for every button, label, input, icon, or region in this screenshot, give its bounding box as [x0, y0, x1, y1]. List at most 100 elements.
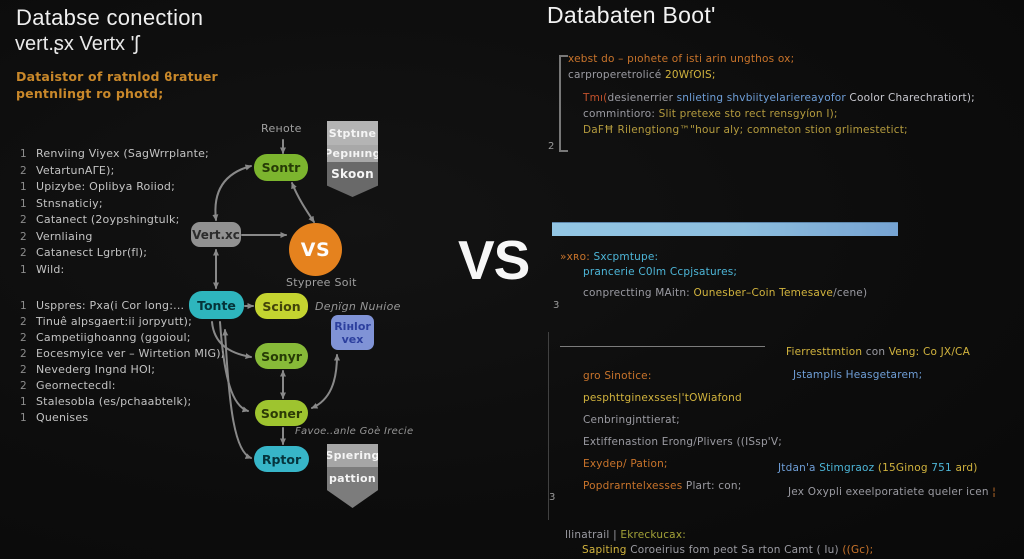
spring-badge-bottom: Spıering pattion — [327, 444, 378, 508]
code-segment: gro Sinotice: — [583, 370, 652, 382]
code-segment: Jex Oxypli exeelporatiete queler icen — [788, 486, 993, 498]
line-number: 1 — [20, 300, 27, 312]
left-code-list-2: 1 Usppres: Pxa(i Cor long:... 2 Tinuê al… — [20, 298, 225, 426]
code-line: commintioro: Slit pretexe sto rect rensg… — [568, 106, 975, 122]
list-item: 1 Quenises — [20, 410, 225, 426]
line-text: Campetiighoanng (ggoioul; — [36, 331, 191, 344]
code-segment: »xʀo: — [560, 251, 594, 263]
code-segment: Jstamplis Heasgetarem; — [793, 369, 923, 381]
line-text: Quenises — [36, 411, 89, 424]
code-segment: Slit pretexe sto rect rensgyíon I); — [658, 108, 838, 120]
list-item: 2 VetartunAΓE); — [20, 163, 209, 180]
line-text: Usppres: Pxa(i Cor long:... — [36, 299, 185, 312]
list-item: 2 Eocesmyice ver – Wirtetion MIG); — [20, 346, 225, 362]
code-segment: Plart: con; — [685, 480, 742, 492]
code-block-2: »xʀo: Sxcpmtupe:prancerie C0lm Ccpjsatur… — [560, 250, 867, 301]
code-segment: Extiffenastion Erong/Plivers ((ISsp'V; — [583, 436, 783, 448]
code-line: Jex Oxypli exeelporatiete queler icen ¦ — [778, 480, 996, 504]
code-segment: Jtdan'a — [778, 462, 820, 474]
code-line: Jstamplis Heasgetarem; — [786, 364, 970, 387]
favoe-label: Favoe..anle Goè Irecie — [295, 426, 414, 437]
code-segment: Coroeirius fom peot Sa rton Camt ( Iu) — [630, 543, 843, 556]
code-line: DaFĦ Rilengtiong™"hour aly; comneton sti… — [568, 122, 975, 138]
line-number: 2 — [20, 380, 27, 392]
code-line: »xʀo: Sxcpmtupe: — [560, 250, 867, 265]
gutter-number-3b: 3 — [549, 492, 556, 503]
line-text: Catanect (2oypshingtulk; — [36, 213, 180, 226]
arrow-sontr-vs — [291, 182, 315, 223]
badge-row: Pepıʜıng — [324, 145, 381, 162]
code-line: conprectting MAitn: Ounesber–Coin Temesa… — [560, 286, 867, 301]
code-segment: DaFĦ Rilengtiong™"hour aly; comneton sti… — [583, 124, 908, 136]
code-segment: commintioro: — [583, 108, 659, 120]
badge-row: Skoon — [327, 162, 378, 186]
code-segment: Veng: Co JX/CA — [888, 346, 970, 358]
line-number: 1 — [20, 396, 27, 408]
line-text: Catanesct Lgrbr(fl); — [36, 246, 148, 259]
code-segment: Ounesber–Coin Temesave — [693, 287, 834, 299]
code-line: Tmı(desienerrier snlieting shvbiityelari… — [568, 90, 975, 106]
code-segment: 751 — [931, 462, 956, 474]
left-subtitle-line1: Dataistor of ratnlod ϐratuer — [16, 69, 218, 84]
code-segment: 20WſOIS; — [665, 69, 716, 81]
code-segment: xebst do – pıohete of isti arin ungthos … — [568, 53, 795, 65]
line-text: Wild: — [36, 262, 65, 276]
right-title: Databaten Boot' — [547, 2, 716, 28]
node-soner: Soner — [255, 400, 308, 426]
list-item: 1 Upizybe: Oplibya Roiiod; — [20, 179, 209, 196]
line-number: 2 — [20, 247, 27, 259]
code-segment: (15Ginog — [877, 462, 932, 474]
list-item: 2 Vernliaing — [20, 229, 209, 246]
badge-point — [327, 186, 378, 197]
line-text: Tinuê alpsgaert:ii jorpyutt); — [36, 315, 192, 328]
code-line: xebst do – pıohete of isti arin ungthos … — [568, 51, 975, 67]
line-number: 2 — [20, 316, 27, 328]
line-number: 2 — [20, 230, 27, 243]
list-item: 1 Stalesobla (es/pchaabtelk); — [20, 394, 225, 410]
spring-badge-top: Stptıne Pepıʜıng Skoon — [327, 121, 378, 197]
arrow-vertx-sontr — [212, 164, 252, 221]
badge-row: pattion — [327, 467, 378, 490]
code-segment: Cenbringjnttierat; — [583, 414, 680, 426]
list-item: 2 Geornectecdl: — [20, 378, 225, 394]
left-subtitle: Dataistor of ratnlod ϐratuer pentnlingt … — [16, 68, 218, 102]
horizontal-divider — [560, 346, 765, 347]
blue-gradient-bar — [552, 222, 898, 236]
code-segment: desienerrier — [607, 92, 677, 104]
node-tonte: Tonte — [189, 291, 244, 319]
line-number: 2 — [20, 332, 27, 344]
code-line: prancerie C0lm Ccpjsatures; — [560, 265, 867, 280]
line-text: Vernliaing — [36, 229, 93, 243]
line-number: 1 — [20, 412, 27, 424]
code-line: Fierresttmtion con Veng: Co JX/CA — [786, 341, 970, 364]
code-segment: snlieting shvbiityelariereayofor — [676, 92, 850, 104]
code-bottom: llinatrail | Ekreckucax:Sapiting Coroeir… — [565, 528, 873, 557]
code-segment: Ekreckucax: — [620, 529, 686, 541]
code-segment: Sapiting — [582, 543, 631, 556]
code-line: carproperetrolicé 20WſOIS; — [568, 67, 975, 83]
line-number: 2 — [20, 164, 27, 177]
line-text: Stalesobla (es/pchaabtelk); — [36, 395, 192, 408]
list-item: 2 Tinuê alpsgaert:ii jorpyutt); — [20, 314, 225, 330]
code-segment: Fierresttmtion — [786, 346, 866, 358]
rivlor-line2: vex — [341, 332, 364, 346]
code-line: Sapiting Coroeirius fom peot Sa rton Cam… — [565, 543, 873, 558]
list-item: 1 Renviing Viyex (SagWrrplante; — [20, 146, 209, 163]
list-item: 2 Nevederg Ingnd HOI; — [20, 362, 225, 378]
code-bracket — [559, 55, 568, 152]
node-rptor: Rptor — [254, 446, 309, 472]
code-mid-right: Fierresttmtion con Veng: Co JX/CA Jstampl… — [786, 341, 970, 387]
code-segment: Tmı( — [583, 92, 608, 104]
line-number: 2 — [20, 348, 27, 360]
code-segment: /cene) — [833, 287, 868, 299]
line-number: 1 — [20, 263, 27, 276]
rivlor-badge: Riʜlor vex — [331, 315, 374, 350]
code-segment: pesphttginexsses|'tOWiafond — [583, 392, 742, 404]
code-segment: Exydep/ Pation; — [583, 458, 668, 470]
gutter-number-3a: 3 — [553, 300, 560, 311]
code-line: llinatrail | Ekreckucax: — [565, 528, 873, 543]
line-text: Upizybe: Oplibya Roiiod; — [36, 180, 176, 193]
line-text: VetartunAΓE); — [36, 163, 115, 177]
code-line: gro Sinotice: — [583, 365, 782, 387]
